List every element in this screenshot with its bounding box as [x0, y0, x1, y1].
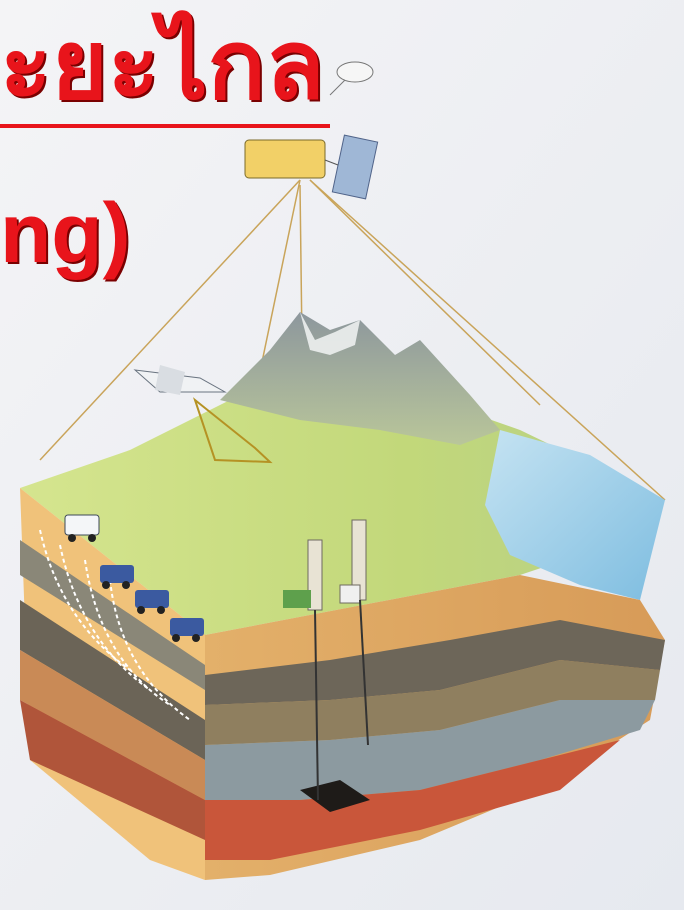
title-underline — [0, 124, 330, 128]
drilling-rig-icon — [283, 539, 323, 801]
mountain — [220, 312, 500, 445]
airplane-icon — [133, 365, 273, 464]
rock-strata — [20, 488, 665, 880]
survey-truck-icon — [64, 514, 100, 542]
seismic-lines — [39, 529, 191, 721]
lake — [485, 430, 665, 600]
survey-trucks — [64, 514, 204, 642]
survey-truck-icon — [170, 618, 204, 642]
slide-title-english: ng) — [0, 186, 131, 280]
drilling-rigs — [283, 519, 369, 801]
land-surface — [20, 312, 665, 635]
drilling-rig-icon — [339, 519, 369, 746]
satellite-icon — [244, 61, 379, 200]
slide-title-thai: ะยะไกล — [0, 9, 325, 121]
survey-truck-icon — [100, 565, 134, 589]
survey-truck-icon — [135, 590, 169, 614]
